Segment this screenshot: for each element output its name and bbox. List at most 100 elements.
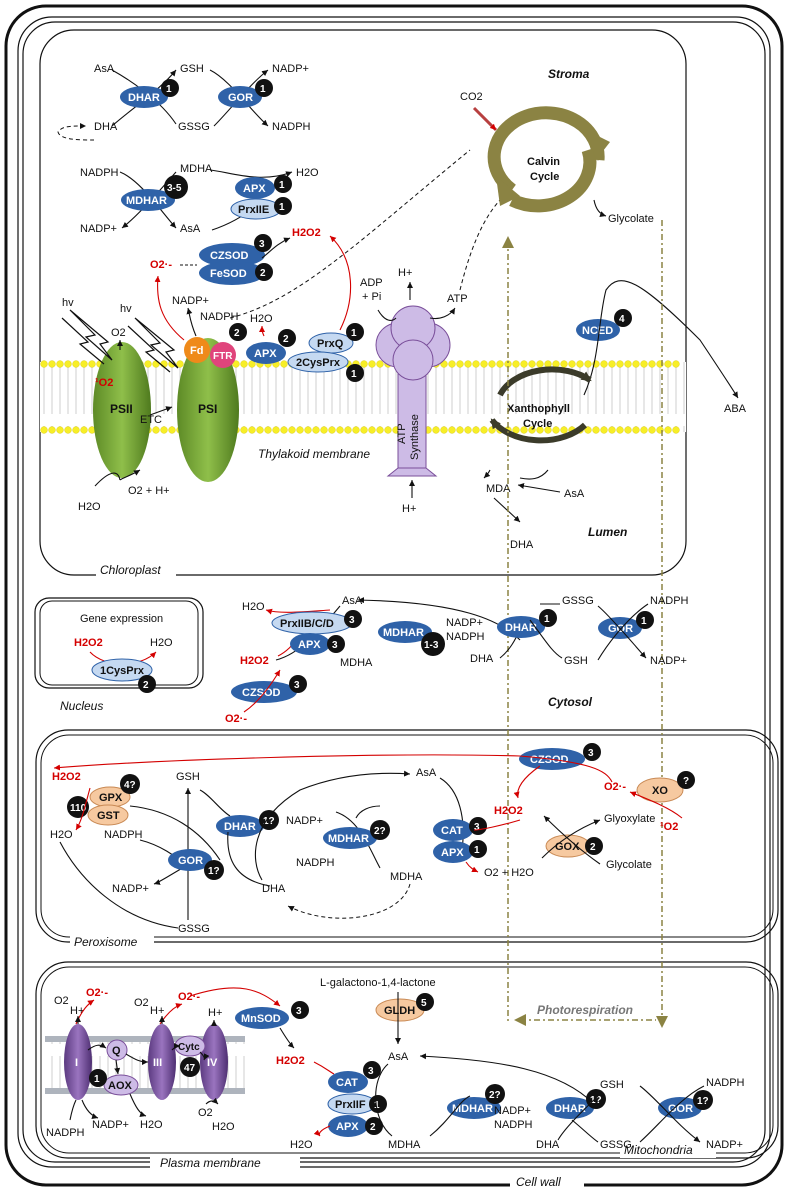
- svg-text:O2·-: O2·-: [604, 781, 626, 793]
- 1cysprx-nucleus: [91, 658, 153, 682]
- svg-text:3: 3: [296, 1006, 302, 1017]
- svg-text:GSH: GSH: [564, 655, 588, 667]
- svg-text:Glycolate: Glycolate: [606, 859, 652, 871]
- plasma-membrane-outline: [17, 16, 771, 1168]
- svg-text:NADP+: NADP+: [172, 295, 209, 307]
- svg-text:3: 3: [368, 1066, 374, 1077]
- photorespiration-label: Photorespiration: [537, 1003, 633, 1017]
- svg-text:1?: 1?: [590, 1095, 602, 1106]
- svg-text:1?: 1?: [208, 866, 220, 877]
- svg-text:NADP+: NADP+: [286, 815, 323, 827]
- singlet-oxygen-psii: ¹O2: [95, 377, 113, 389]
- svg-text:DHA: DHA: [94, 121, 118, 133]
- svg-text:1: 1: [351, 369, 357, 380]
- svg-text:APX: APX: [243, 183, 266, 195]
- svg-text:H2O: H2O: [296, 167, 319, 179]
- svg-text:3: 3: [332, 640, 338, 651]
- svg-text:H2O: H2O: [250, 313, 273, 325]
- svg-text:APX: APX: [441, 847, 464, 859]
- svg-text:GSSG: GSSG: [178, 121, 210, 133]
- svg-text:O2: O2: [54, 995, 69, 1007]
- complex-i: [64, 1024, 92, 1100]
- svg-text:H2O: H2O: [140, 1119, 163, 1131]
- light-bolt-icon-psii: [69, 309, 113, 361]
- svg-text:AsA: AsA: [416, 767, 437, 779]
- svg-text:H2O: H2O: [290, 1139, 313, 1151]
- complex-iv: [200, 1024, 228, 1100]
- svg-text:Calvin: Calvin: [527, 156, 560, 168]
- apx-peroxisome: [433, 841, 473, 863]
- svg-text:MDHAR: MDHAR: [126, 195, 167, 207]
- svg-text:1: 1: [641, 616, 647, 627]
- nced-enzyme: [576, 319, 620, 341]
- svg-text:H+: H+: [398, 267, 412, 279]
- complex-iii: [148, 1024, 176, 1100]
- svg-text:Cytc: Cytc: [178, 1042, 200, 1053]
- svg-text:+ Pi: + Pi: [362, 291, 381, 303]
- svg-text:PSI: PSI: [198, 402, 217, 416]
- svg-text:NADP+: NADP+: [80, 223, 117, 235]
- svg-text:H2O2: H2O2: [494, 805, 523, 817]
- svg-text:hv: hv: [62, 297, 74, 309]
- svg-text:H2O2: H2O2: [276, 1055, 305, 1067]
- svg-text:3: 3: [588, 748, 594, 759]
- gor-chloroplast: [218, 86, 262, 108]
- svg-text:CZSOD: CZSOD: [530, 754, 569, 766]
- svg-text:PrxIIE: PrxIIE: [238, 204, 269, 216]
- plasma-membrane-label: Plasma membrane: [160, 1156, 261, 1170]
- svg-text:AOX: AOX: [108, 1080, 133, 1092]
- svg-text:O2·-: O2·-: [86, 987, 108, 999]
- xo-peroxisome: [636, 777, 684, 803]
- svg-text:O2·-: O2·-: [178, 991, 200, 1003]
- aox-mitochondria: [103, 1074, 139, 1096]
- svg-text:ATP: ATP: [396, 423, 408, 444]
- svg-text:3: 3: [474, 822, 480, 833]
- cell-wall-label: Cell wall: [516, 1175, 561, 1189]
- fesod-chloroplast: [199, 261, 265, 285]
- svg-text:O2·-: O2·-: [225, 713, 247, 725]
- svg-text:O2: O2: [111, 327, 126, 339]
- svg-text:IV: IV: [207, 1057, 218, 1069]
- svg-text:NADP+: NADP+: [112, 883, 149, 895]
- svg-text:FeSOD: FeSOD: [210, 268, 247, 280]
- svg-text:Synthase: Synthase: [409, 414, 421, 460]
- svg-text:O2: O2: [198, 1107, 213, 1119]
- psii-complex: [93, 342, 151, 478]
- svg-text:PrxQ: PrxQ: [317, 338, 344, 350]
- svg-text:NADP+: NADP+: [446, 617, 483, 629]
- stroma-label: Stroma: [548, 67, 590, 81]
- ubiquinone-q: [106, 1039, 128, 1061]
- fd-protein: [184, 337, 210, 363]
- svg-text:ADP: ADP: [360, 277, 383, 289]
- atp-synthase: ATP Synthase: [375, 305, 451, 477]
- svg-text:NADP+: NADP+: [272, 63, 309, 75]
- svg-text:H2O: H2O: [212, 1121, 235, 1133]
- svg-text:1: 1: [279, 202, 285, 213]
- svg-text:III: III: [153, 1057, 162, 1069]
- cat-peroxisome: [433, 819, 473, 841]
- svg-text:NADP+: NADP+: [92, 1119, 129, 1131]
- svg-text:DHA: DHA: [536, 1139, 560, 1151]
- svg-text:GOR: GOR: [228, 92, 253, 104]
- svg-text:hv: hv: [120, 303, 132, 315]
- apx-mitochondria: [328, 1115, 368, 1137]
- svg-text:AsA: AsA: [564, 488, 585, 500]
- svg-text:Cycle: Cycle: [523, 418, 552, 430]
- svg-text:2?: 2?: [489, 1090, 501, 1101]
- svg-text:NADPH: NADPH: [272, 121, 311, 133]
- svg-text:H+: H+: [208, 1007, 222, 1019]
- svg-text:H+: H+: [150, 1005, 164, 1017]
- svg-text:MDHA: MDHA: [180, 163, 213, 175]
- svg-text:MDHAR: MDHAR: [383, 627, 424, 639]
- svg-text:H+: H+: [402, 503, 416, 515]
- svg-text:Q: Q: [112, 1045, 121, 1057]
- 2cysprx-thylakoid: [287, 351, 349, 373]
- svg-text:MDA: MDA: [486, 483, 511, 495]
- svg-text:1CysPrx: 1CysPrx: [100, 665, 145, 677]
- svg-text:MDHA: MDHA: [390, 871, 423, 883]
- peroxisome-outline: [35, 729, 779, 943]
- svg-text:3-5: 3-5: [167, 183, 182, 194]
- svg-text:MnSOD: MnSOD: [241, 1013, 281, 1025]
- svg-text:GSH: GSH: [180, 63, 204, 75]
